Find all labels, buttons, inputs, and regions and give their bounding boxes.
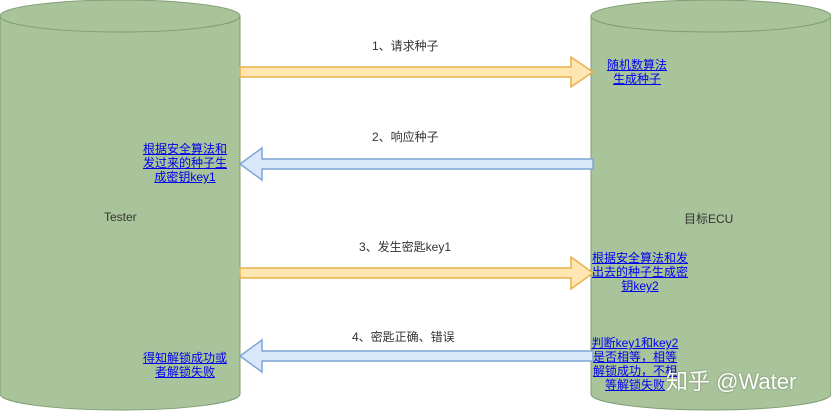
watermark: 知乎 @Water (666, 369, 797, 394)
note-line: 生成种子 (612, 72, 661, 86)
message-label-4: 4、密匙正确、错误 (352, 330, 455, 344)
note-line: 成密钥key1 (154, 170, 216, 184)
note-line: 是否相等，相等 (592, 350, 677, 364)
note-line: 根据安全算法和发 (591, 251, 688, 265)
note-line: 者解锁失败 (154, 365, 215, 379)
note-line: 解锁成功，不相 (592, 364, 677, 378)
note-tester-key1[interactable]: 根据安全算法和 发过来的种子生 成密钥key1 (141, 142, 229, 184)
ecu-label: 目标ECU (684, 212, 734, 226)
note-line: 出去的种子生成密 (591, 265, 688, 279)
note-line: 随机数算法 (606, 58, 667, 72)
tester-cylinder (0, 0, 241, 411)
note-line: 判断key1和key2 (591, 336, 679, 350)
ecu-cylinder (590, 0, 831, 411)
note-line: 发过来的种子生 (142, 156, 227, 170)
arrow-key-result (238, 338, 594, 374)
note-line: 根据安全算法和 (142, 142, 227, 156)
note-ecu-seed-generation[interactable]: 随机数算法 生成种子 (601, 58, 673, 86)
tester-label: Tester (104, 210, 137, 224)
note-line: 等解锁失败 (604, 378, 665, 392)
message-label-1: 1、请求种子 (372, 39, 439, 53)
note-ecu-judge[interactable]: 判断key1和key2 是否相等，相等 解锁成功，不相 等解锁失败 (588, 336, 682, 392)
note-tester-result[interactable]: 得知解锁成功或 者解锁失败 (141, 351, 229, 379)
arrow-response-seed (238, 146, 594, 182)
note-line: 钥key2 (621, 279, 659, 293)
note-ecu-key2[interactable]: 根据安全算法和发 出去的种子生成密 钥key2 (590, 251, 690, 293)
message-label-2: 2、响应种子 (372, 130, 439, 144)
note-line: 得知解锁成功或 (142, 351, 227, 365)
arrow-request-seed (239, 55, 595, 89)
message-label-3: 3、发生密匙key1 (359, 240, 452, 254)
arrow-send-key (239, 255, 595, 291)
